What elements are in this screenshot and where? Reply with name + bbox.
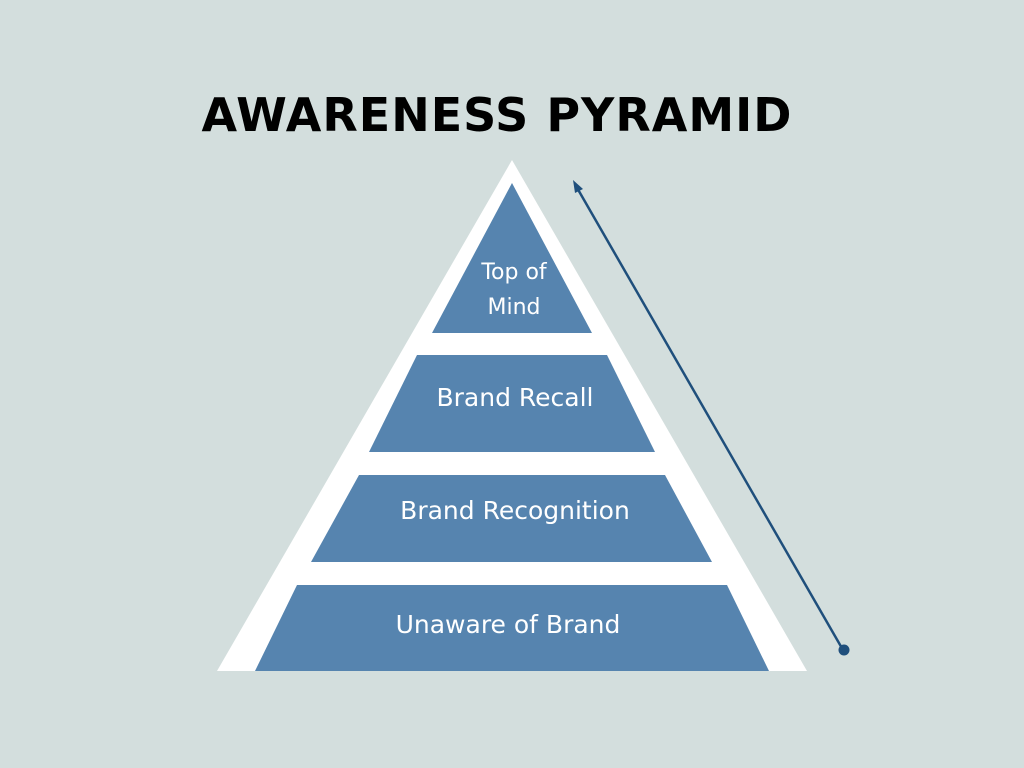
arrow-dot-icon: [838, 644, 850, 656]
tier-label: Unaware of Brand: [396, 610, 621, 639]
tier-shape: [311, 475, 712, 562]
tier-label: Brand Recall: [437, 383, 594, 412]
tier-label: Brand Recognition: [400, 496, 630, 525]
upward-arrow: [573, 180, 850, 656]
tier-unaware-of-brand: Unaware of Brand: [255, 585, 769, 671]
arrow-shaft: [574, 185, 845, 651]
tier-label: Top of: [480, 260, 548, 285]
tier-brand-recall: Brand Recall: [369, 355, 655, 452]
arrow-head-icon: [573, 180, 583, 193]
tier-label-line: Top of: [480, 260, 548, 285]
tier-shape: [432, 183, 592, 333]
tier-shape: [255, 585, 769, 671]
tier-top-of-mind: Top of Mind: [432, 183, 592, 333]
tier-shape: [369, 355, 655, 452]
tier-brand-recognition: Brand Recognition: [311, 475, 712, 562]
tier-label-line: Mind: [487, 295, 540, 320]
tier-label: Mind: [487, 295, 540, 320]
page-title: AWARENESS PYRAMID: [201, 88, 793, 142]
